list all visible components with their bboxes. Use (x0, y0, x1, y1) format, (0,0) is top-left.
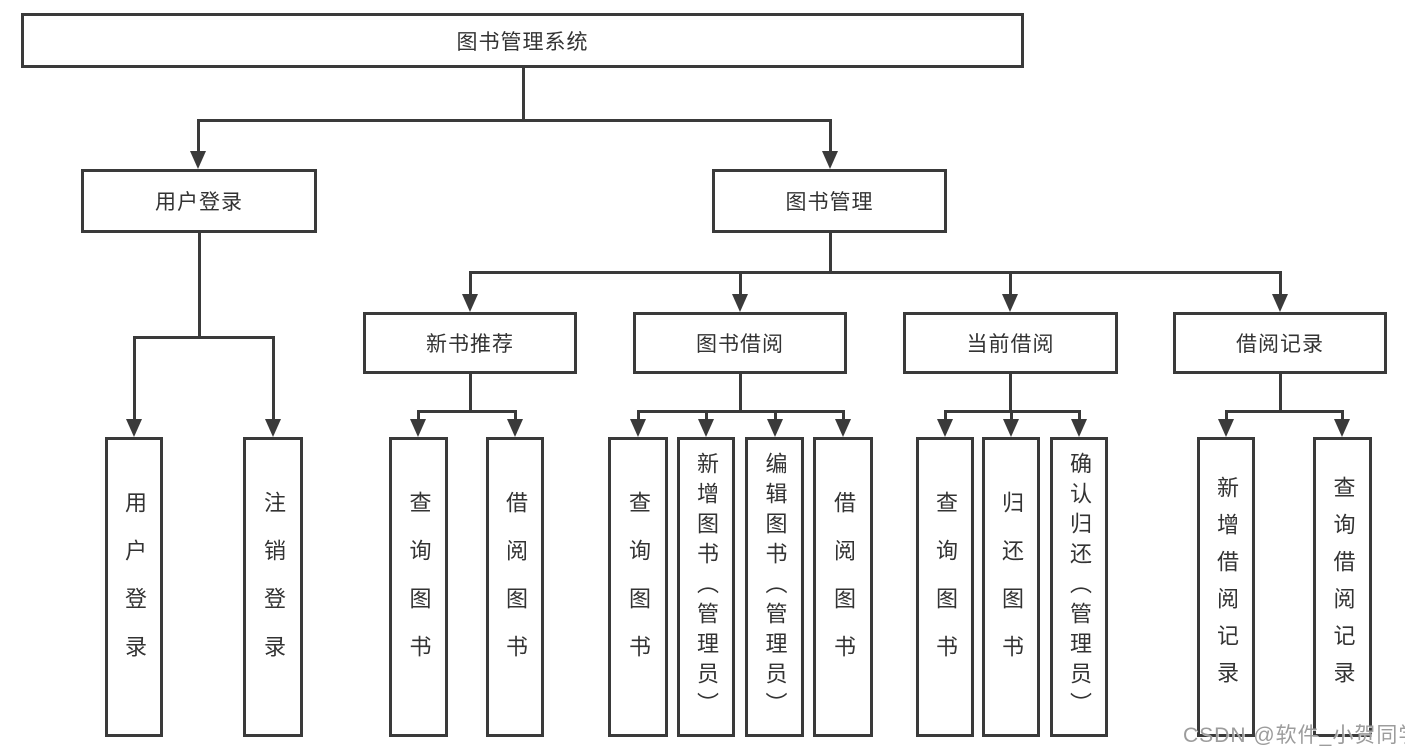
connector-user-login-bar (133, 336, 275, 339)
node-book-management: 图书管理 (712, 169, 947, 233)
arrow-down-bb-add (698, 419, 714, 437)
connector-drop-book-borrow (739, 271, 742, 297)
leaf-cb-confirm-return-admin: 确认归还（管理员） (1050, 437, 1108, 737)
connector-drop-new-book-recommend (469, 271, 472, 297)
csdn-watermark: CSDN @软件_小贺同学 (1183, 724, 1405, 747)
leaf-bb-add-books-admin: 新增图书（管理员） (677, 437, 735, 737)
node-library-management-system: 图书管理系统 (21, 13, 1024, 68)
connector-new-book-stem (469, 374, 472, 413)
arrow-down-leaf-logout (265, 419, 281, 437)
node-book-borrow: 图书借阅 (633, 312, 847, 374)
leaf-br-add-record: 新增借阅记录 (1197, 437, 1255, 737)
connector-book-borrow-stem (739, 374, 742, 413)
leaf-bb-borrow-books: 借阅图书 (813, 437, 873, 737)
connector-drop-leaf-user-login (133, 336, 136, 421)
connector-drop-br-add (1225, 410, 1228, 422)
connector-drop-cb-query (944, 410, 947, 422)
connector-drop-cb-confirm (1078, 410, 1081, 422)
connector-current-borrow-stem (1009, 374, 1012, 413)
arrow-down-bb-borrow (835, 419, 851, 437)
node-borrow-records: 借阅记录 (1173, 312, 1387, 374)
connector-drop-leaf-logout (272, 336, 275, 421)
connector-drop-user-login (197, 119, 200, 154)
connector-drop-nb-borrow (514, 410, 517, 422)
leaf-logout: 注销登录 (243, 437, 303, 737)
connector-drop-borrow-records (1279, 271, 1282, 297)
arrow-down-cb-confirm (1071, 419, 1087, 437)
node-current-borrow: 当前借阅 (903, 312, 1118, 374)
connector-drop-bb-borrow (842, 410, 845, 422)
arrow-down-borrow-records (1272, 294, 1288, 312)
leaf-user-login: 用户登录 (105, 437, 163, 737)
arrow-down-book-management (822, 151, 838, 169)
leaf-nb-query-books: 查询图书 (389, 437, 448, 737)
connector-book-management-bar (469, 271, 1282, 274)
arrow-down-book-borrow (732, 294, 748, 312)
connector-root-bar (197, 119, 832, 122)
arrow-down-user-login (190, 151, 206, 169)
connector-drop-cb-return (1010, 410, 1013, 422)
arrow-down-current-borrow (1002, 294, 1018, 312)
arrow-down-cb-query (937, 419, 953, 437)
connector-book-management-stem (829, 233, 832, 274)
leaf-br-query-record: 查询借阅记录 (1313, 437, 1372, 737)
node-user-login: 用户登录 (81, 169, 317, 233)
connector-drop-br-query (1341, 410, 1344, 422)
arrow-down-leaf-user-login (126, 419, 142, 437)
connector-borrow-records-stem (1279, 374, 1282, 413)
arrow-down-nb-query (410, 419, 426, 437)
arrow-down-br-query (1334, 419, 1350, 437)
connector-new-book-bar (417, 410, 517, 413)
leaf-cb-query-books: 查询图书 (916, 437, 974, 737)
connector-drop-bb-edit (774, 410, 777, 422)
arrow-down-new-book-recommend (462, 294, 478, 312)
arrow-down-bb-edit (767, 419, 783, 437)
arrow-down-bb-query (630, 419, 646, 437)
connector-drop-bb-add (705, 410, 708, 422)
arrow-down-cb-return (1003, 419, 1019, 437)
connector-user-login-stem (198, 233, 201, 339)
connector-borrow-records-bar (1225, 410, 1344, 413)
node-new-book-recommend: 新书推荐 (363, 312, 577, 374)
connector-drop-current-borrow (1009, 271, 1012, 297)
connector-drop-book-management (829, 119, 832, 154)
connector-book-borrow-bar (637, 410, 845, 413)
connector-drop-nb-query (417, 410, 420, 422)
arrow-down-nb-borrow (507, 419, 523, 437)
leaf-bb-query-books: 查询图书 (608, 437, 668, 737)
leaf-nb-borrow-books: 借阅图书 (486, 437, 544, 737)
arrow-down-br-add (1218, 419, 1234, 437)
connector-root-stem (522, 68, 525, 121)
connector-drop-bb-query (637, 410, 640, 422)
leaf-bb-edit-books-admin: 编辑图书（管理员） (745, 437, 804, 737)
leaf-cb-return-books: 归还图书 (982, 437, 1040, 737)
